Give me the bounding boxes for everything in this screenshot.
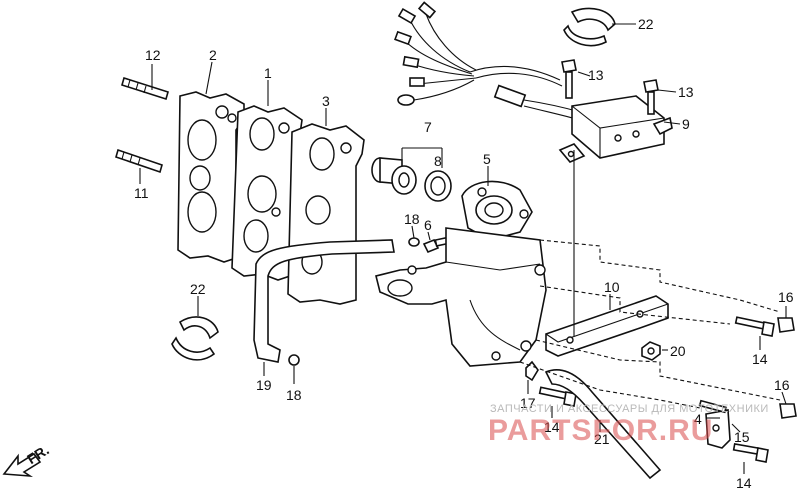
leader-lines	[139, 23, 787, 474]
stud-12	[121, 76, 169, 101]
callout-4: 4	[694, 411, 702, 427]
bracket-10	[545, 150, 669, 357]
callout-15: 15	[734, 429, 750, 445]
seal-ring-8	[424, 170, 452, 202]
hose-clip-top	[563, 7, 616, 47]
callout-6: 6	[424, 217, 432, 233]
callout-16-upper: 16	[778, 289, 794, 305]
bolt-14-lower	[732, 443, 769, 463]
callout-14-middle: 14	[544, 419, 560, 435]
stud-11	[115, 148, 163, 174]
callout-11: 11	[134, 185, 149, 201]
callout-14-right: 14	[752, 351, 768, 367]
gasket-2	[177, 91, 245, 263]
thermostat-7	[371, 157, 417, 195]
callout-18-upper: 18	[404, 211, 420, 227]
callout-22-top: 22	[638, 16, 654, 32]
callout-2: 2	[209, 47, 217, 63]
callout-19: 19	[256, 377, 272, 393]
hose-clip-left	[171, 316, 219, 361]
bolt-13a	[561, 59, 577, 99]
callout-16-lower: 16	[774, 377, 790, 393]
wire-harness	[394, 1, 563, 106]
water-jacket-body	[375, 227, 547, 367]
clip-18-lower	[288, 354, 300, 366]
front-direction-arrow: FR.	[2, 442, 52, 478]
hose-21	[544, 368, 662, 480]
callout-3: 3	[322, 93, 330, 109]
callout-7: 7	[424, 119, 432, 135]
gasket-3	[287, 123, 365, 305]
bolt-15	[698, 399, 728, 414]
hose-19	[253, 239, 395, 363]
nut-20	[641, 341, 661, 361]
gasket-1	[231, 105, 303, 281]
watermark-brand: PARTSFOR.RU	[488, 414, 713, 447]
callout-18-lower: 18	[286, 387, 302, 403]
clip-17	[525, 360, 539, 382]
callout-13-left: 13	[588, 67, 604, 83]
cap-nut-16-lower	[779, 403, 797, 419]
watermark: ЗАПЧАСТИ И АКСЕССУАРЫ ДЛЯ МОТОТЕХНИКИ PA…	[488, 403, 769, 447]
control-unit-9	[558, 95, 673, 163]
callout-10: 10	[604, 279, 620, 295]
cap-nut-16-upper	[777, 317, 795, 333]
clip-18-upper	[408, 237, 420, 247]
callout-20: 20	[670, 343, 686, 359]
callout-21: 21	[594, 431, 610, 447]
callout-12: 12	[145, 47, 161, 63]
callout-17: 17	[520, 395, 536, 411]
callout-13-right: 13	[678, 84, 694, 100]
callout-22-left: 22	[190, 281, 206, 297]
watermark-tagline: ЗАПЧАСТИ И АКСЕССУАРЫ ДЛЯ МОТОТЕХНИКИ	[490, 403, 769, 415]
callout-5: 5	[483, 151, 491, 167]
thermostat-cover-5	[461, 180, 533, 241]
callout-1: 1	[264, 65, 272, 81]
callout-14-bottom: 14	[736, 475, 752, 491]
bolt-14-middle	[538, 386, 577, 407]
callout-9: 9	[682, 116, 690, 132]
callout-8: 8	[434, 153, 442, 169]
bolt-14-upper	[734, 316, 775, 337]
callout-labels: 22 12 2 1 3 13 13 9 7 8 5 11 18 6 22 10 …	[134, 16, 794, 491]
